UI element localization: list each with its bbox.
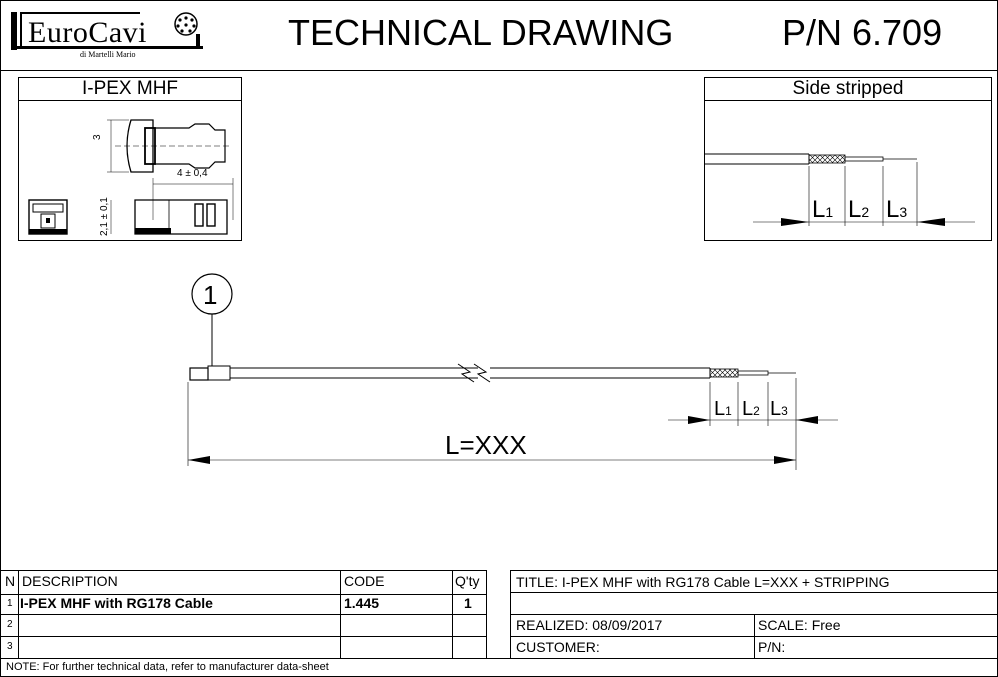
bom-row-1-description: I-PEX MHF with RG178 Cable [20,595,213,611]
page-title: TECHNICAL DRAWING [288,12,674,53]
stripped-cable-detail [705,153,975,226]
bom-row-1-qty: 1 [464,595,472,611]
customer-field: CUSTOMER: [516,639,600,655]
bom-row-1-code: 1.445 [344,595,380,611]
logo-subtitle: di Martelli Mario [80,50,136,59]
bom-row-3-n: 3 [7,641,13,652]
bom-header-qty: Q'ty [455,573,480,589]
bom-note: NOTE: For further technical data, refer … [6,661,329,673]
connector-box-title: I-PEX MHF [19,78,241,101]
drawing-title: TITLE: I-PEX MHF with RG178 Cable L=XXX … [516,574,890,590]
connector-detail-box: I-PEX MHF 3 4 ± 0,4 2,1 ± 0,1 [18,77,242,241]
main-l1: L1 [714,398,732,420]
part-number: P/N 6.709 [782,12,943,53]
drawing-scale: SCALE: Free [758,617,841,633]
connector-views [28,119,234,235]
bom-header-n: N [5,573,16,589]
customer-pn-field: P/N: [758,639,786,655]
main-l3: L3 [770,398,788,420]
realized-date: REALIZED: 08/09/2017 [516,617,663,633]
stripped-box-title: Side stripped [705,78,991,101]
bom-row-1-n: 1 [7,598,13,609]
dim-thickness-label: 2,1 ± 0,1 [99,197,110,236]
company-logo: EuroCavi di Martelli Mario [10,10,204,59]
bom-header-code: CODE [344,573,385,589]
logo-name: EuroCavi [28,16,147,49]
main-cable-drawing [187,273,838,470]
header-divider [0,70,998,71]
stripped-l2: L2 [848,196,870,223]
bom-header-description: DESCRIPTION [22,573,118,589]
bom-row-2-n: 2 [7,619,13,630]
overall-length-label: L=XXX [445,430,527,460]
side-stripped-box: Side stripped [704,77,992,241]
logo-graphic [11,12,203,50]
stripped-l1: L1 [812,196,834,223]
item-balloon-number: 1 [203,280,218,310]
dim-height-label: 3 [92,134,103,140]
main-l2: L2 [742,398,760,420]
stripped-l3: L3 [886,196,908,223]
dim-length-label: 4 ± 0,4 [177,168,208,179]
